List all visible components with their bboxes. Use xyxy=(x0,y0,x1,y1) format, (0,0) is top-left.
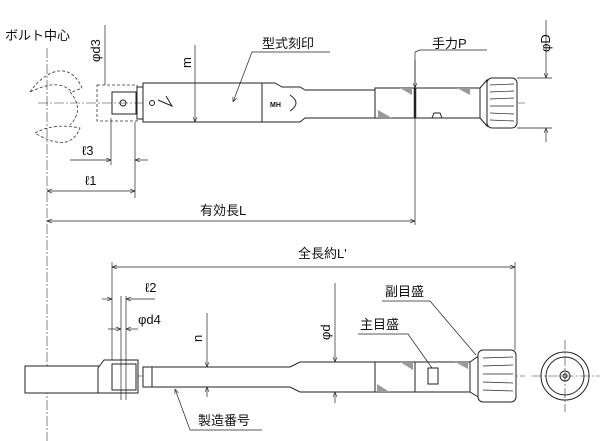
phi-D-label: φD xyxy=(538,34,553,52)
main-scale-label: 主目盛 xyxy=(360,317,399,332)
head-square xyxy=(111,91,137,115)
l3-label: ℓ3 xyxy=(82,143,93,158)
sub-scale-label: 副目盛 xyxy=(385,284,424,299)
serial-number-label: 製造番号 xyxy=(198,413,250,428)
model-stamp-label: 型式刻印 xyxy=(262,36,314,51)
main-tube xyxy=(142,82,376,123)
l1-label: ℓ1 xyxy=(85,173,96,188)
phi-d-label: φd xyxy=(318,324,333,340)
head-pin xyxy=(119,99,127,107)
top-view: MH ボルト中心 φd3 m 型式刻印 手力P φD ℓ3 xyxy=(5,20,553,225)
square-drive-bar xyxy=(24,365,104,394)
n-label: n xyxy=(190,335,205,342)
main-scale-window xyxy=(427,367,439,385)
overall-length-label: 全長約L' xyxy=(298,246,347,261)
effective-length-label: 有効長L xyxy=(200,203,246,218)
bottom-head xyxy=(97,359,139,394)
stamp-mark: MH xyxy=(270,102,281,109)
grip xyxy=(374,87,481,119)
bolt-center-label: ボルト中心 xyxy=(5,28,70,43)
phi-d3-label: φd3 xyxy=(88,39,103,62)
l2-label: ℓ2 xyxy=(145,280,156,295)
bottom-knob xyxy=(477,349,517,403)
bottom-tube xyxy=(142,361,471,393)
adjust-knob xyxy=(486,77,518,129)
bottom-view: 全長約L' ℓ2 φd4 n φd 主目盛 副目盛 製造番号 xyxy=(24,246,600,431)
hand-force-p-label: 手力P xyxy=(432,36,467,51)
spanner-head xyxy=(29,70,83,143)
m-label: m xyxy=(179,57,194,68)
phi-d4-label: φd4 xyxy=(138,312,161,327)
end-view xyxy=(532,340,600,412)
